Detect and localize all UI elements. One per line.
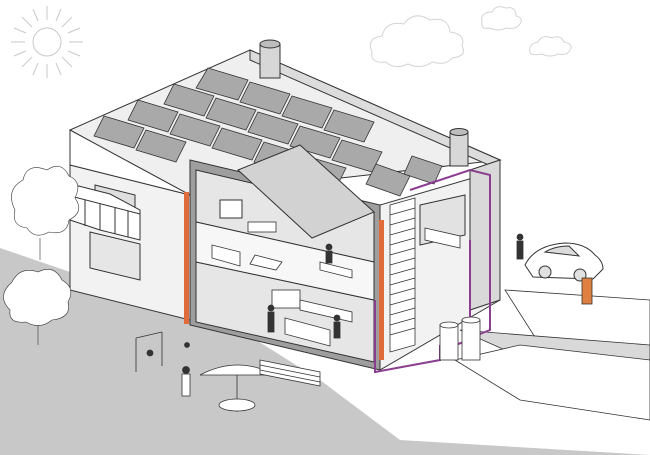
cloud-icon [369, 6, 572, 68]
entrance-steps [259, 359, 321, 387]
tank-icon [439, 316, 481, 361]
car-icon [524, 242, 604, 282]
swing-icon [135, 331, 163, 372]
sun-icon [11, 6, 83, 78]
tree-icon [3, 165, 80, 345]
person-icon [146, 233, 524, 397]
umbrella-icon [199, 364, 276, 412]
wall-accent [184, 192, 384, 360]
ground-plane [0, 248, 650, 455]
staircase [389, 197, 416, 353]
chimney-icon [259, 39, 469, 167]
charger-icon [581, 277, 593, 305]
